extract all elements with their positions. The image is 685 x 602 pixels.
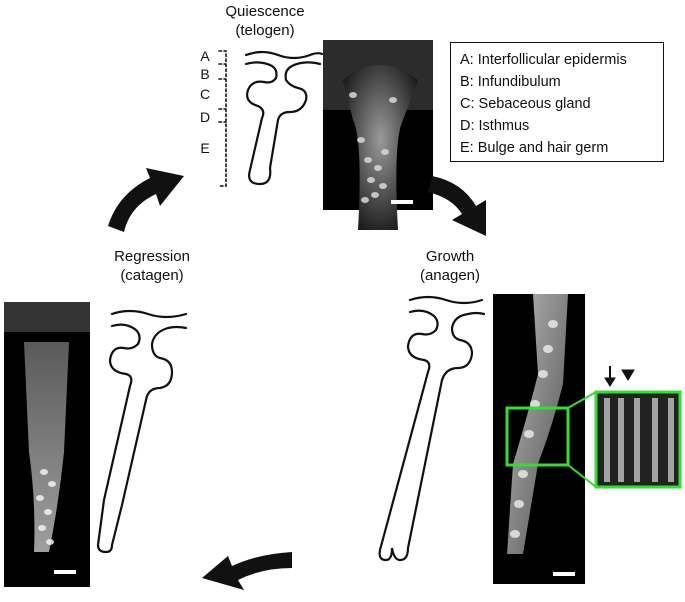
anagen-micrograph-art [507,294,575,576]
anagen-region-highlight [505,406,570,467]
segment-label-e: E [200,140,210,156]
growth-subtitle: (anagen) [419,267,481,284]
anagen-follicle-outline [378,309,486,562]
inset-markers [604,366,635,387]
segment-ruler [218,50,227,187]
quiescence-subtitle: (telogen) [235,22,295,39]
catagen-micrograph [4,302,90,587]
anagen-epidermis-top [408,295,484,305]
catagen-epidermis-top [110,309,188,319]
arrowhead-marker [621,369,635,381]
catagen-follicle-outline [96,323,188,554]
telogen-follicle-outline [244,61,322,186]
catagen-micrograph-art [4,302,90,574]
catagen-scale-bar [54,570,76,574]
telogen-epidermis-top [244,50,324,60]
telogen-scale-bar [391,200,413,204]
segment-label-d: D [199,109,211,125]
quiescence-label: Quiescence (telogen) [205,2,325,40]
regression-title: Regression [114,248,190,265]
legend-item-a: A: Interfollicular epidermis [460,52,627,68]
segment-label-b: B [200,66,210,82]
anagen-scale-bar [553,572,575,576]
legend-item-e: E: Bulge and hair germ [460,140,609,156]
telogen-micrograph [323,40,433,230]
cycle-arrow-regression-to-quiescence [108,168,184,232]
legend-item-b: B: Infundibulum [460,74,561,90]
cycle-arrow-quiescence-to-growth [428,176,486,236]
telogen-micrograph-art [323,40,433,230]
growth-label: Growth (anagen) [395,247,505,285]
anagen-inset [594,390,682,489]
cycle-arrow-growth-to-regression [202,552,292,590]
quiescence-title: Quiescence [225,3,305,20]
growth-title: Growth [425,248,475,265]
inset-connector [567,391,597,488]
regression-subtitle: (catagen) [120,267,184,284]
segment-label-a: A [200,48,210,64]
legend-item-d: D: Isthmus [460,118,530,134]
regression-label: Regression (catagen) [92,247,212,285]
legend-box: A: Interfollicular epidermis B: Infundib… [450,42,664,162]
segment-label-c: C [199,86,211,102]
arrow-marker-head [604,377,616,387]
legend-item-c: C: Sebaceous gland [460,96,591,112]
